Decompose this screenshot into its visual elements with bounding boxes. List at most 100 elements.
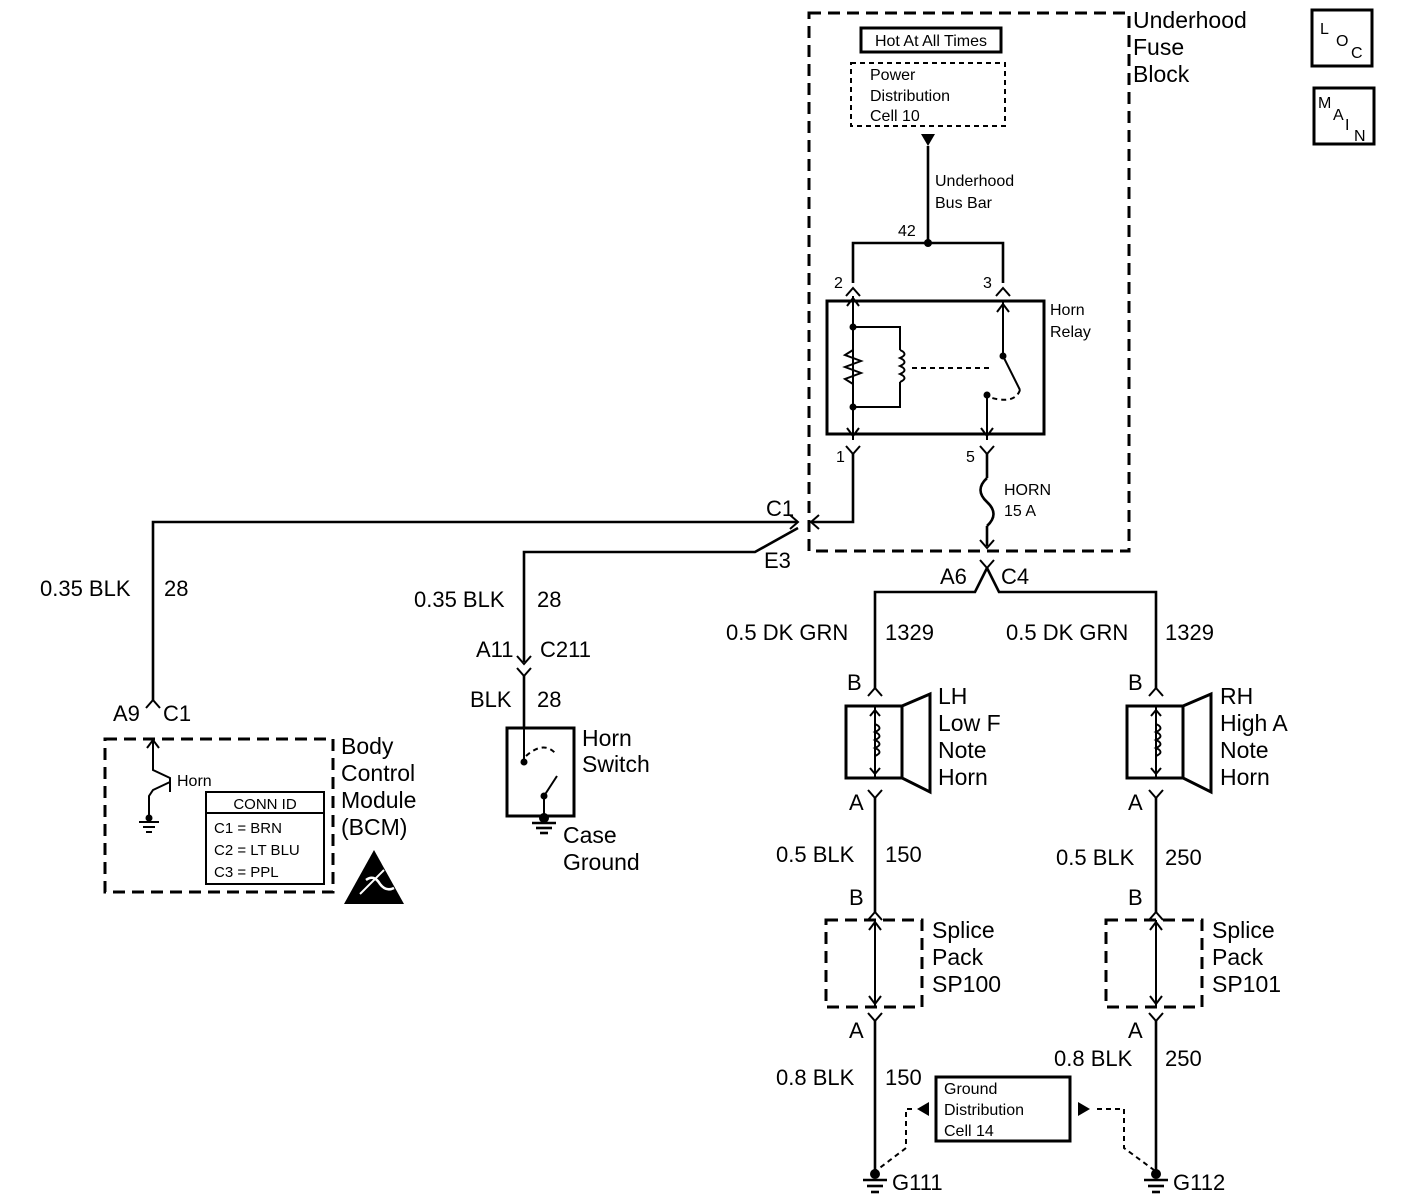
conn-id-row-1: C1 = BRN bbox=[214, 820, 282, 837]
sp101-pin-a: A bbox=[1128, 1018, 1143, 1043]
bus-bar-label-2: Bus Bar bbox=[935, 195, 993, 212]
underhood-fuse-block: Underhood Fuse Block Hot At All Times Po… bbox=[807, 7, 1247, 553]
main-letter-n: N bbox=[1354, 128, 1366, 145]
splice-pack-sp100: B A Splice Pack SP100 bbox=[824, 885, 1001, 1043]
rh-ground-lower-color: 0.8 BLK bbox=[1054, 1046, 1133, 1071]
main-button[interactable]: M A I N bbox=[1312, 86, 1376, 146]
relay-pin-5: 5 bbox=[966, 449, 975, 466]
bcm-title-4: (BCM) bbox=[341, 814, 407, 840]
lh-ground-upper-color: 0.5 BLK bbox=[776, 842, 855, 867]
loc-button[interactable]: L O C bbox=[1310, 8, 1374, 68]
conn-id-row-3: C3 = PPL bbox=[214, 864, 279, 881]
switch-wire-color: 0.35 BLK bbox=[414, 587, 505, 612]
bcm-title-1: Body bbox=[341, 733, 394, 759]
ground-g111-label: G111 bbox=[892, 1170, 943, 1195]
lh-horn-title-3: Note bbox=[938, 737, 987, 763]
power-distribution-box bbox=[850, 62, 1006, 127]
relay-coil-icon bbox=[897, 349, 906, 383]
esd-warning-icon bbox=[344, 850, 404, 904]
ground-distribution-cell[interactable]: Ground Distribution Cell 14 bbox=[934, 1075, 1072, 1143]
sp101-title-2: Pack bbox=[1212, 944, 1264, 970]
main-letter-i: I bbox=[1345, 117, 1349, 134]
case-ground-icon bbox=[532, 813, 556, 835]
bcm-horn-label: Horn bbox=[177, 773, 212, 790]
ground-dist-line-1: Ground bbox=[944, 1081, 997, 1098]
bcm-title-3: Module bbox=[341, 787, 416, 813]
rh-horn-title-1: RH bbox=[1220, 683, 1253, 709]
rh-feed-color: 0.5 DK GRN bbox=[1006, 620, 1128, 645]
ground-g112-label: G112 bbox=[1173, 1170, 1225, 1195]
loc-letter-l: L bbox=[1320, 21, 1329, 38]
conn-id-row-2: C2 = LT BLU bbox=[214, 842, 300, 859]
relay-pin-2: 2 bbox=[834, 275, 843, 292]
switch-wire-lower-color: BLK bbox=[470, 687, 512, 712]
wire-lh-horn-feed bbox=[873, 567, 989, 688]
connector-c4-label: C4 bbox=[1001, 564, 1029, 589]
horn-switch: Horn Switch Case Ground bbox=[505, 725, 650, 875]
rh-horn-title-3: Note bbox=[1220, 737, 1269, 763]
sp100-title-2: Pack bbox=[932, 944, 984, 970]
case-ground-label-1: Case bbox=[563, 822, 617, 848]
sp101-title-3: SP101 bbox=[1212, 971, 1281, 997]
sp100-title-3: SP100 bbox=[932, 971, 1001, 997]
bcm-wire-color: 0.35 BLK bbox=[40, 576, 131, 601]
conn-id-title: CONN ID bbox=[233, 796, 297, 813]
sp100-pin-a: A bbox=[849, 1018, 864, 1043]
horn-switch-contact-icon bbox=[543, 775, 558, 797]
main-letter-a: A bbox=[1333, 107, 1344, 124]
bus-bar-pin: 42 bbox=[898, 223, 916, 240]
rh-horn-pin-b: B bbox=[1128, 670, 1143, 695]
wire-rh-horn-feed bbox=[985, 567, 1158, 688]
horn-fuse-icon bbox=[979, 477, 995, 527]
lh-ground-lower-circuit: 150 bbox=[885, 1065, 922, 1090]
ground-g111-icon bbox=[863, 1169, 887, 1194]
connector-a6-label: A6 bbox=[940, 564, 967, 589]
connector-a11-label: A11 bbox=[476, 637, 514, 662]
rh-horn: B A RH High A Note Horn bbox=[1125, 670, 1288, 815]
lh-ground-lower-color: 0.8 BLK bbox=[776, 1065, 855, 1090]
bcm-wire-circuit: 28 bbox=[164, 576, 188, 601]
ground-dist-line-2: Distribution bbox=[944, 1102, 1024, 1119]
lh-feed-color: 0.5 DK GRN bbox=[726, 620, 848, 645]
rh-feed-circuit: 1329 bbox=[1165, 620, 1214, 645]
hot-at-all-times-box bbox=[859, 26, 1003, 54]
lh-horn: B A LH Low F Note Horn bbox=[844, 670, 1001, 815]
connector-c1-label: C1 bbox=[766, 496, 794, 521]
sp100-pin-b: B bbox=[849, 885, 864, 910]
sp100-title-1: Splice bbox=[932, 917, 995, 943]
case-ground-label-2: Ground bbox=[563, 849, 640, 875]
lh-ground-upper-circuit: 150 bbox=[885, 842, 922, 867]
conn-id-table: CONN ID C1 = BRN C2 = LT BLU C3 = PPL bbox=[205, 791, 325, 885]
main-letter-m: M bbox=[1318, 95, 1331, 112]
loc-letter-c: C bbox=[1351, 45, 1363, 62]
wire-horn-switch bbox=[522, 526, 799, 662]
fuse-block-title-3: Block bbox=[1133, 61, 1190, 87]
rh-ground-lower-circuit: 250 bbox=[1165, 1046, 1202, 1071]
lh-horn-title-4: Horn bbox=[938, 764, 988, 790]
power-dist-line-1: Power bbox=[870, 67, 916, 84]
relay-resistor-icon bbox=[842, 349, 864, 385]
horn-switch-title-1: Horn bbox=[582, 725, 632, 751]
ground-dist-line-3: Cell 14 bbox=[944, 1123, 994, 1140]
rh-horn-speaker-icon bbox=[1181, 691, 1213, 795]
rh-horn-title-4: Horn bbox=[1220, 764, 1270, 790]
power-dist-line-2: Distribution bbox=[870, 88, 950, 105]
rh-horn-pin-a: A bbox=[1128, 790, 1143, 815]
power-link-arrow-icon bbox=[921, 134, 935, 146]
horn-fuse-label-1: HORN bbox=[1004, 482, 1051, 499]
lh-horn-title-2: Low F bbox=[938, 710, 1001, 736]
sp101-title-1: Splice bbox=[1212, 917, 1275, 943]
horn-relay-label-2: Relay bbox=[1050, 324, 1091, 341]
connector-c1-bcm-label: C1 bbox=[163, 701, 191, 726]
lh-horn-speaker-icon bbox=[900, 691, 932, 795]
lh-horn-pin-a: A bbox=[849, 790, 864, 815]
rh-ground-upper-circuit: 250 bbox=[1165, 845, 1202, 870]
relay-pin-3: 3 bbox=[983, 275, 992, 292]
switch-wire-circuit: 28 bbox=[537, 587, 561, 612]
rh-horn-coil-icon bbox=[1153, 723, 1162, 757]
bcm-ground-icon bbox=[139, 814, 159, 833]
connector-a9-label: A9 bbox=[113, 701, 140, 726]
relay-switch-contact-icon bbox=[1002, 355, 1021, 391]
horn-relay: Horn Relay bbox=[825, 296, 1091, 440]
